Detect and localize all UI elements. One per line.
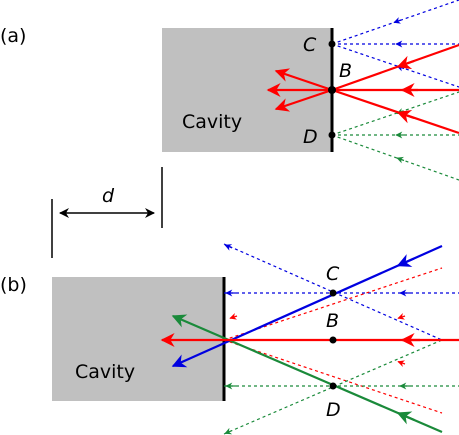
panel-b: (b) Cavity [0,243,459,435]
dimension-d: d [51,167,163,258]
panel-a-point-c [328,40,336,48]
panel-b-red-dashed-arrow-down-right [397,360,406,367]
panel-b-tag: (b) [0,274,27,296]
dimension-label: d [102,185,115,207]
panel-b-point-b [329,336,337,344]
panel-b-green-dashed-beams [223,339,459,435]
panel-a-green-arrow-down [396,156,405,164]
panel-a-label-d: D [303,126,318,148]
panel-a-blue-arrow-up [393,17,402,24]
panel-b-red-dashed-down [223,339,443,414]
panel-b-red-dashed-arrow-up-left [229,313,238,320]
panel-a-blue-beam-down [331,43,459,88]
panel-a-red-beam-upper-in [331,43,459,92]
panel-b-green-dashed-arrow-diag [224,427,233,435]
panel-a-red-beam-lower-in [331,88,459,135]
panel-b-blue-dashed-beams [223,243,459,341]
panel-a-red-arrow-upper-in [396,55,415,70]
panel-a-point-b [328,86,336,94]
panel-a-red-arrow-lower-in [396,109,415,124]
panel-a-green-beams [331,91,459,181]
panel-b-red-dashed-arrow-up-right [397,313,406,320]
panel-a-red-beam-lower-out [274,88,333,112]
panel-b-point-c [329,289,337,297]
panel-b-green-solid-arrow [396,411,415,425]
panel-b-blue-dashed-diag [223,243,443,341]
panel-b-label-d: D [326,399,341,421]
panel-a-tag: (a) [0,25,26,47]
panel-b-point-d [329,382,337,390]
panel-b-blue-dashed-arrow-diag [224,244,233,251]
panel-b-cavity-label: Cavity [75,361,135,383]
panel-a-cavity-label: Cavity [182,111,242,133]
panel-a-point-d [328,131,336,139]
panel-a-label-b: B [339,60,352,82]
panel-a-red-beam-upper-out [274,68,333,92]
panel-a: (a) Cavity [0,0,459,181]
panel-b-blue-solid-arrow [396,254,415,267]
panel-a-red-beams [266,43,459,135]
panel-b-label-b: B [326,310,339,332]
panel-a-green-beam-down [331,134,459,181]
panel-b-label-c: C [326,263,340,285]
panel-a-green-beam-up [331,91,459,136]
panel-b-solid-beams [160,244,459,434]
panel-a-label-c: C [303,34,317,56]
